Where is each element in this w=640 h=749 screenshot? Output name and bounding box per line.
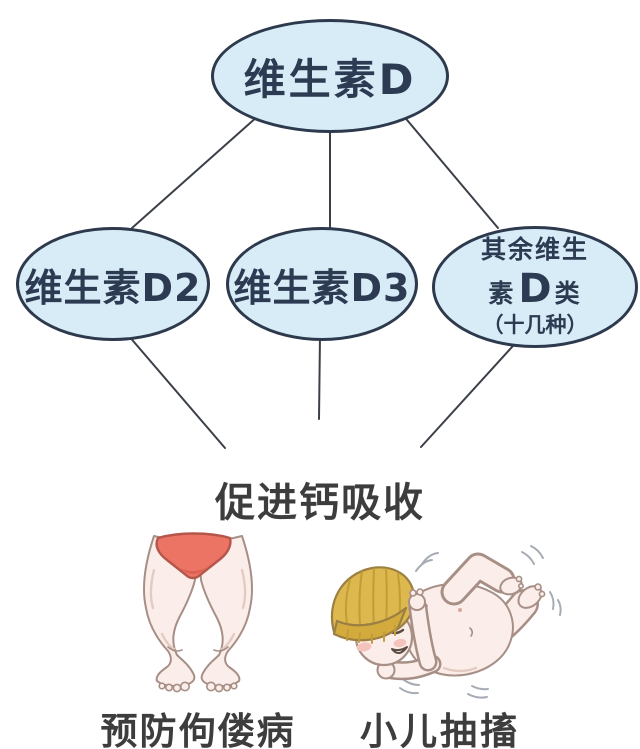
- baby-raised-arm: [408, 588, 438, 672]
- connector-line-root-d2: [131, 115, 259, 229]
- caption-infant-convulsions: 小儿抽搐: [360, 710, 520, 749]
- node-other-big-d: D: [518, 266, 552, 313]
- navel: [469, 627, 474, 637]
- node-vitamin-d2-label: 维生素D2: [24, 265, 202, 310]
- nipple-dot: [458, 608, 462, 612]
- connector-line-d3-effect: [318, 334, 321, 420]
- caption-prevent-rickets: 预防佝偻病: [100, 710, 296, 749]
- bow-legs-illustration: [143, 532, 254, 693]
- shaking-baby-illustration: [330, 545, 562, 699]
- node-other-line1: 其余维生: [480, 235, 589, 265]
- connector-line-root-other: [401, 113, 499, 229]
- node-other-line3: （十几种）: [482, 313, 588, 338]
- node-vitamin-d3-label: 维生素D3: [233, 265, 411, 310]
- baby-bent-leg: [440, 552, 525, 606]
- connector-line-d2-effect: [127, 334, 226, 449]
- node-vitamin-d-label: 维生素D: [243, 54, 417, 104]
- open-mouth: [391, 646, 408, 654]
- motion-lines: [399, 545, 562, 699]
- caption-calcium-absorption: 促进钙吸收: [215, 480, 425, 526]
- red-briefs: [155, 532, 232, 580]
- node-vitamin-d3: 维生素D3: [226, 227, 418, 341]
- baby-knit-hat: [330, 566, 416, 644]
- node-vitamin-d2: 维生素D2: [16, 227, 210, 341]
- connector-line-other-effect: [420, 335, 523, 448]
- node-vitamin-d: 维生素D: [211, 19, 449, 133]
